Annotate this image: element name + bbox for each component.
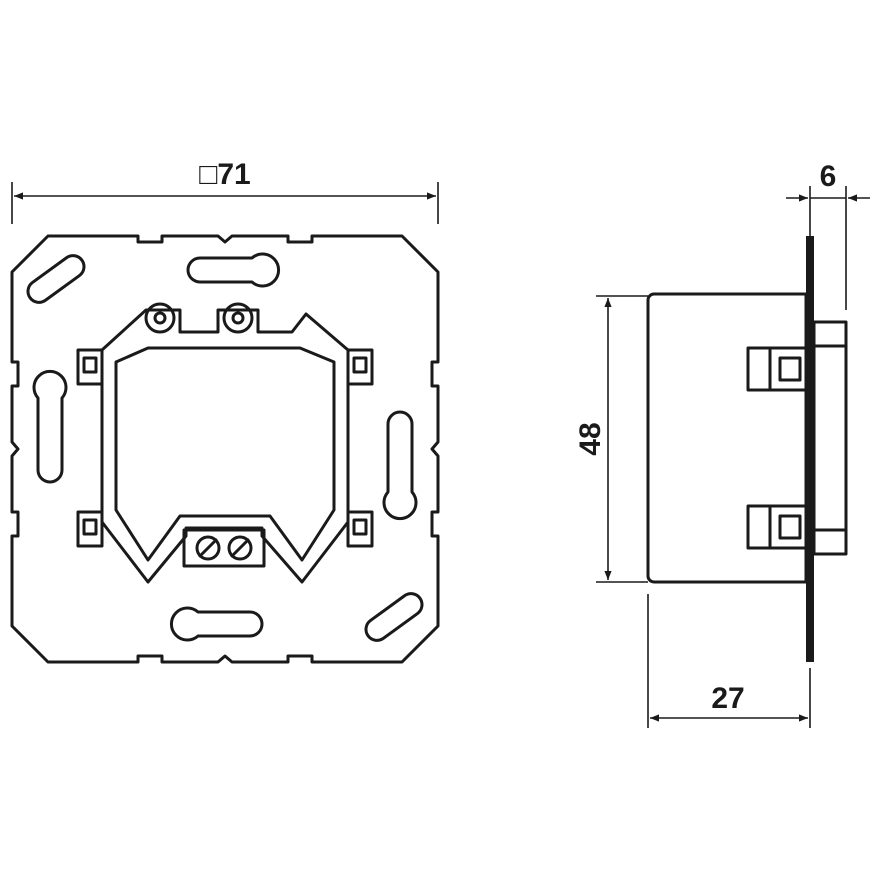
width-dimension: □71	[11, 158, 439, 224]
side-view: 6 48 27	[574, 160, 870, 728]
depth-dimension: 27	[647, 594, 811, 728]
side-clip-lower	[746, 504, 808, 550]
clip-top-right	[346, 348, 374, 386]
clip-top-left	[76, 348, 104, 386]
keyhole-slot-bottom	[169, 606, 264, 642]
insert-frame-outer	[100, 308, 350, 584]
corner-slot-bottom-right	[364, 592, 424, 642]
clip-bottom-left	[76, 510, 104, 548]
plate-thickness-dimension: 6	[786, 160, 870, 310]
height-dimension: 48	[574, 295, 648, 583]
mounting-plate-edge	[806, 236, 814, 662]
depth-dimension-label: 27	[711, 682, 744, 715]
plate-thickness-label: 6	[820, 160, 837, 193]
width-dimension-label: □71	[199, 158, 251, 191]
side-clip-upper	[746, 346, 808, 392]
screw-left	[144, 302, 176, 334]
keyhole-slot-left	[32, 369, 68, 484]
front-flange	[812, 320, 848, 556]
height-dimension-label: 48	[574, 422, 607, 455]
keyhole-slot-right	[382, 410, 418, 521]
keyhole-slot-top	[186, 252, 281, 288]
front-view: □71	[10, 158, 440, 664]
insert-housing	[646, 292, 808, 584]
terminal-block	[182, 528, 266, 568]
insert-frame-inner	[114, 346, 336, 562]
screw-right	[222, 302, 254, 334]
clip-bottom-right	[346, 510, 374, 548]
mounting-plate-outline	[10, 234, 440, 664]
corner-slot-top-left	[26, 254, 86, 304]
